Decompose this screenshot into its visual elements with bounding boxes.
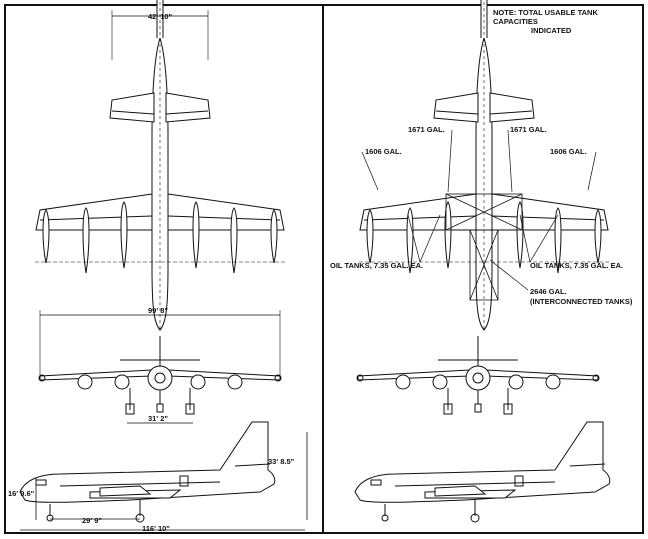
overall-length-label: 116' 10"	[142, 524, 170, 533]
fuel-tank-outlines	[445, 193, 523, 301]
gear-base-label: 29' 9"	[82, 516, 102, 525]
tail-span-label: 42' 10"	[148, 12, 173, 21]
right-top-view	[358, 0, 610, 331]
left-top-view	[34, 0, 286, 331]
fuselage-height-label: 16' 9.6"	[8, 489, 35, 498]
tank-left-outer-label: 1606 GAL.	[365, 147, 402, 156]
tank-right-outer-label: 1606 GAL.	[550, 147, 587, 156]
drawing-frame	[4, 4, 644, 534]
note-line-1: NOTE: TOTAL USABLE TANK CAPACITIES	[493, 8, 598, 26]
center-tank-label-1: 2646 GAL.	[530, 287, 567, 296]
tank-left-inner-label: 1671 GAL.	[408, 125, 445, 134]
right-side-view	[354, 421, 611, 523]
right-front-view	[356, 335, 600, 415]
left-side-view	[19, 421, 276, 523]
panel-divider	[322, 4, 324, 534]
wing-span-label: 99' 8"	[148, 306, 168, 315]
tank-capacity-note: NOTE: TOTAL USABLE TANK CAPACITIES INDIC…	[493, 8, 643, 35]
left-front-view	[38, 335, 282, 415]
prop-spacing-label: 31' 2"	[148, 414, 168, 423]
center-tank-label-2: (INTERCONNECTED TANKS)	[530, 297, 633, 306]
leader-lines	[361, 129, 597, 291]
tail-height-label: 33' 8.5"	[268, 457, 295, 466]
tank-right-inner-label: 1671 GAL.	[510, 125, 547, 134]
note-line-2: INDICATED	[531, 26, 572, 35]
oil-tank-right-label: OIL TANKS, 7.35 GAL. EA.	[530, 261, 623, 270]
oil-tank-left-label: OIL TANKS, 7.35 GAL. EA.	[330, 261, 423, 270]
